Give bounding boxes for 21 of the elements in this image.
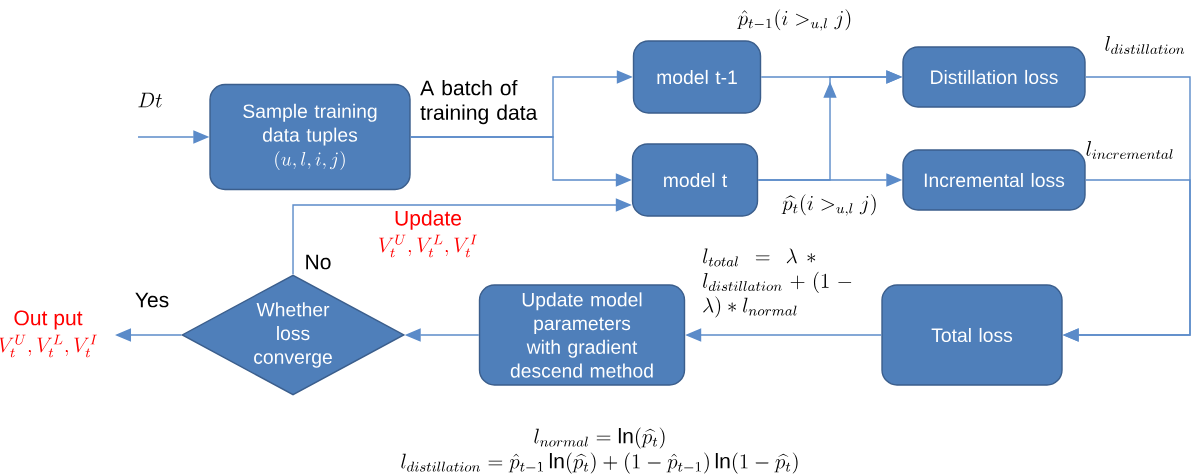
formula: $l_{normal} = \ln(\widehat{p_t})$	[534, 427, 665, 449]
edge-label: $l_{incremental}$	[1086, 141, 1173, 160]
process-box: Distillation loss	[902, 46, 1086, 108]
process-box: Total loss	[881, 284, 1063, 386]
edge-label: $\widehat{p_t}(i >_{u,l} j)$	[781, 194, 876, 216]
edge-label: $Dt$	[138, 92, 162, 108]
annotation-text: Update	[395, 210, 462, 230]
annotation-text: Out put	[14, 310, 83, 330]
edge-label: $l_{total} = \lambda * l_{distillation} + (1-\lambda) * l_{normal}$	[703, 248, 852, 318]
edge-label: No	[306, 254, 331, 270]
edge-label: $\hat{p}_{t-1}(i >_{u,l} j)$	[737, 9, 851, 31]
edge-label: A batch of training data	[420, 79, 538, 125]
process-box: Incremental loss	[902, 149, 1086, 211]
process-box: Update model parameters with gradient descend method	[478, 284, 686, 386]
process-box: Sample training data tuples $(u,l,i,j)$	[209, 83, 411, 191]
edge-label: $l_{distillation}$	[1105, 36, 1185, 55]
edge-label: Yes	[135, 292, 169, 308]
formula: $l_{distillation} = \hat{p}_{t-1}\ln(\widehat{p_t}) + (1-\hat{p}_{t-1})\ln(1-\widehat{p_t})$	[401, 452, 798, 474]
formula: $V_t^U, V_t^L, V_t^I$	[378, 234, 477, 258]
process-box: model t-1	[632, 40, 762, 114]
process-box: model t	[631, 143, 759, 217]
